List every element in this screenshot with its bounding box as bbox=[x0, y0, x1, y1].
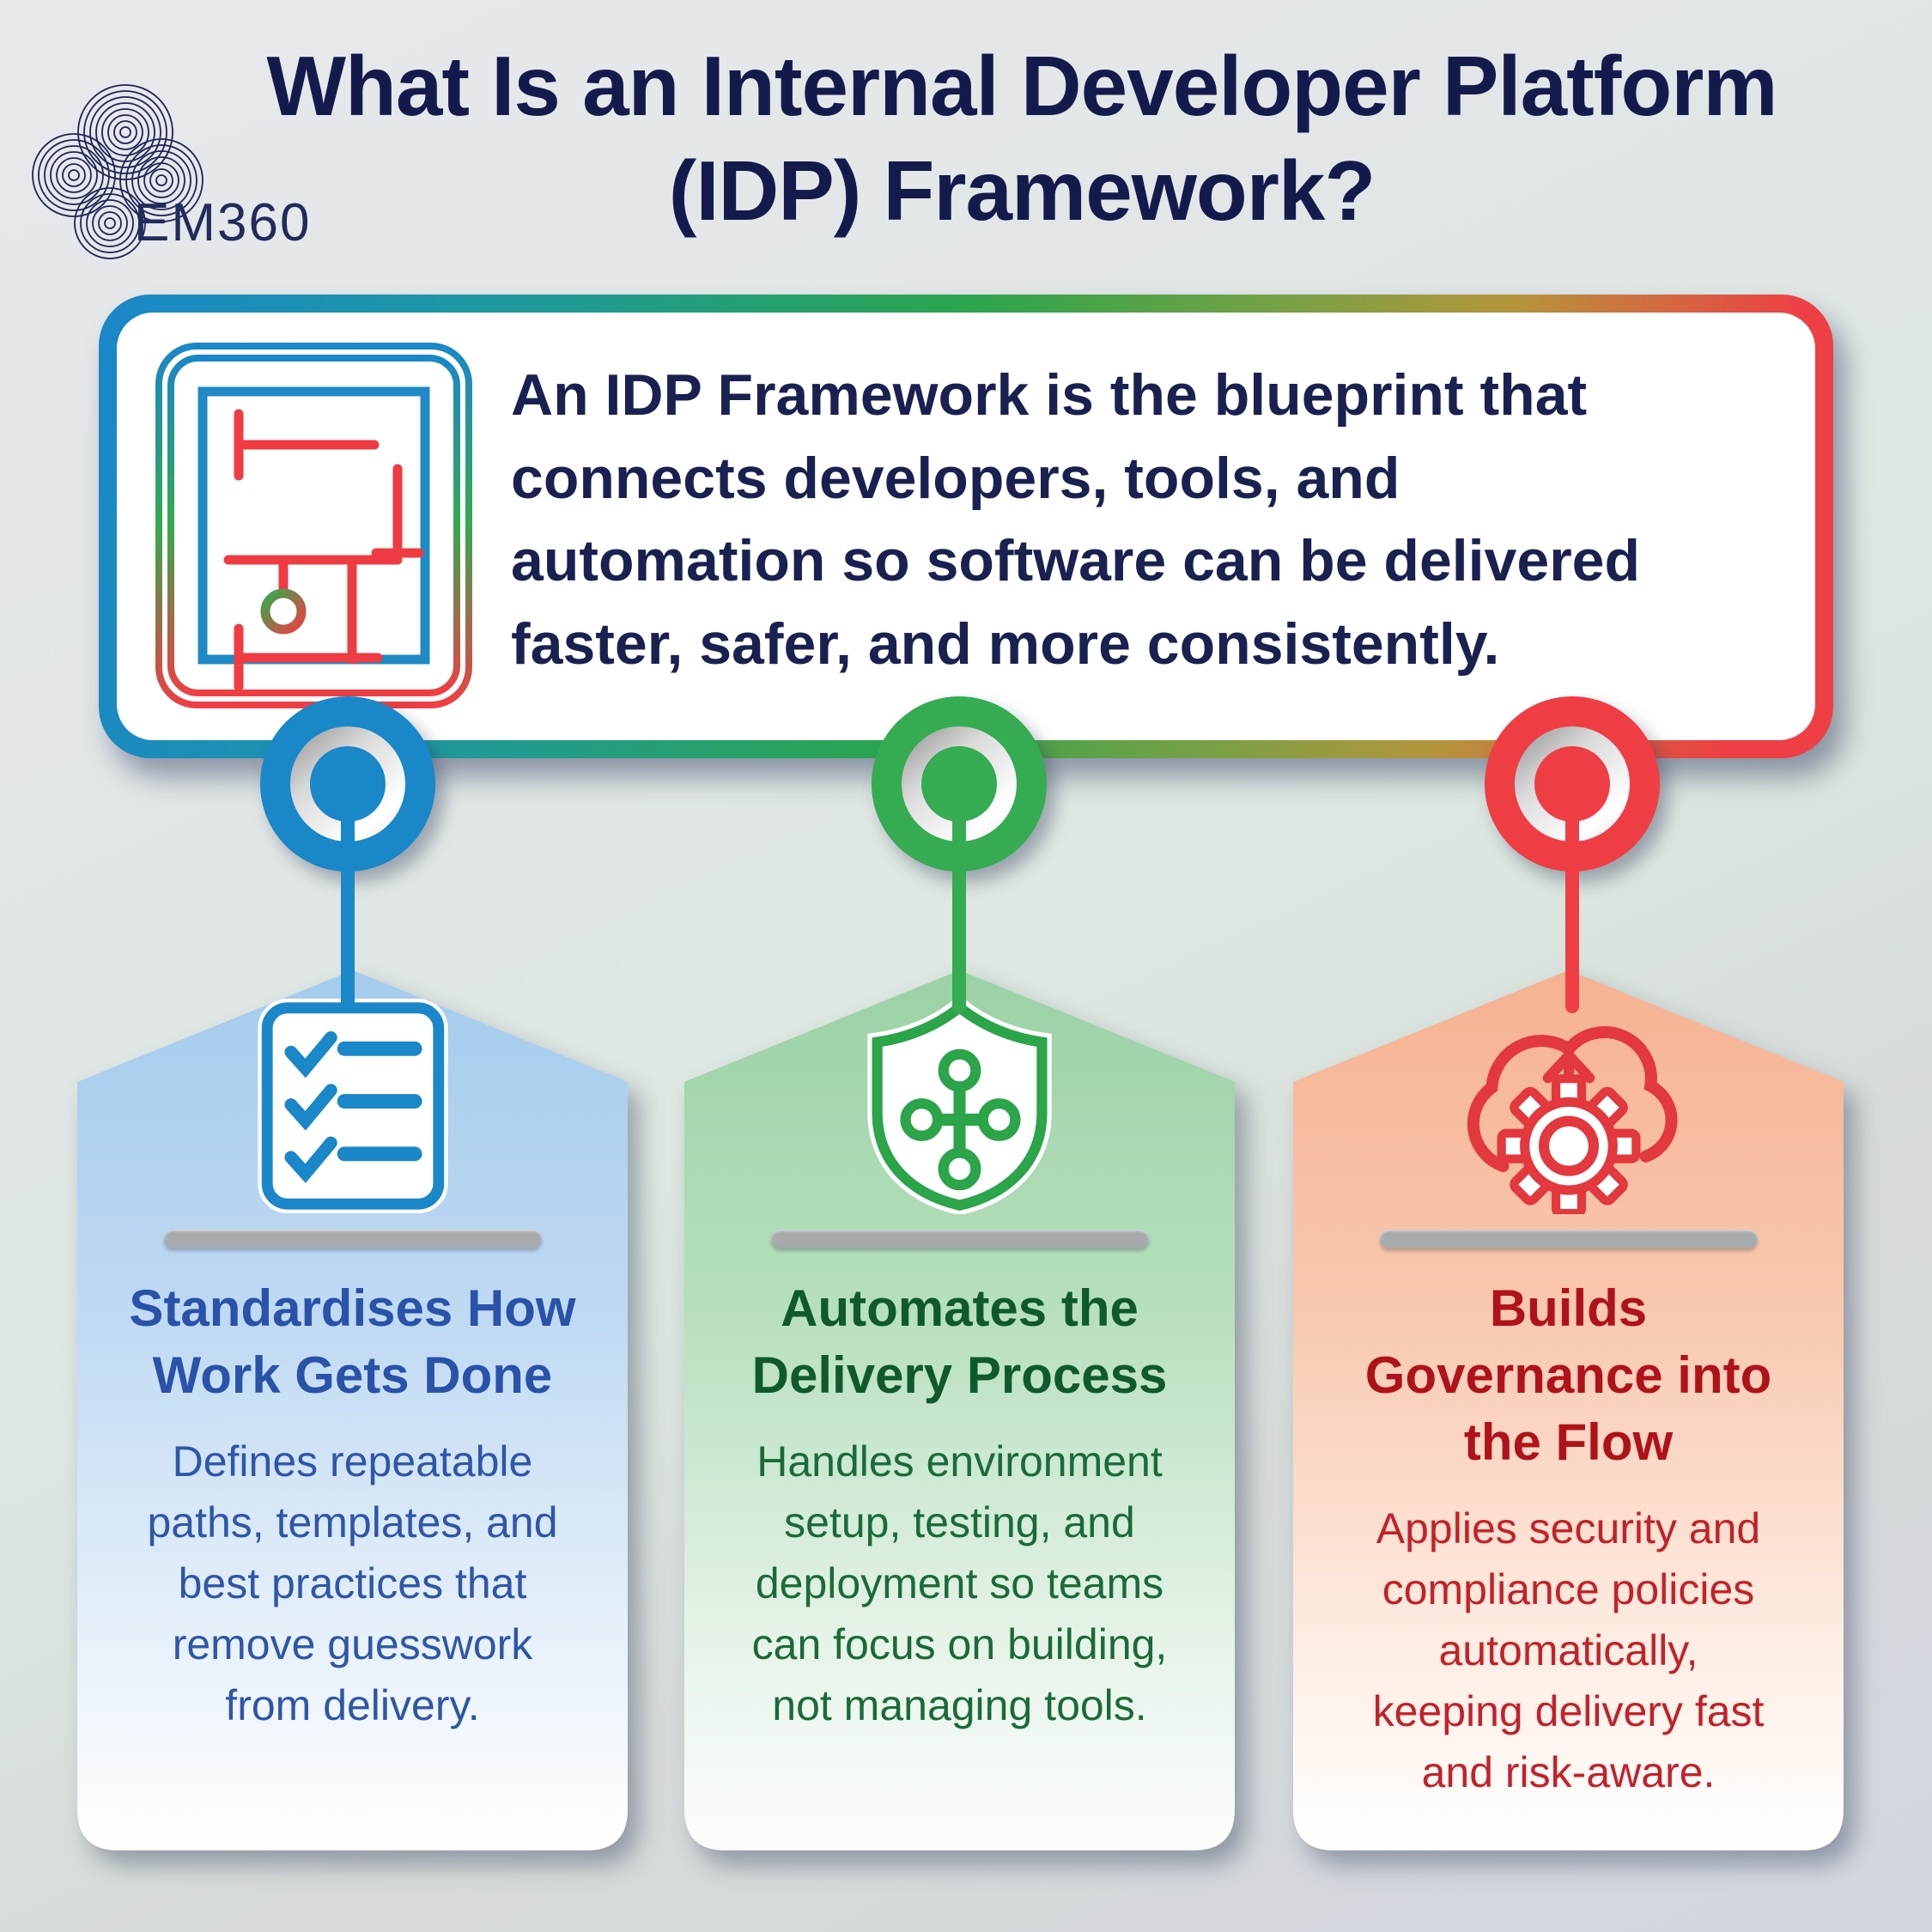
em360-rings-icon bbox=[32, 84, 204, 259]
cloud-gear-icon bbox=[1449, 998, 1689, 1214]
em360-logo: EM360 bbox=[24, 79, 333, 276]
connector-stem-blue bbox=[341, 783, 355, 1013]
divider-bar bbox=[1380, 1230, 1758, 1248]
card-heading: Standardises How Work Gets Done bbox=[129, 1279, 576, 1404]
intro-text: An IDP Framework is the blueprint that c… bbox=[511, 362, 1641, 677]
logo-wordmark: EM360 bbox=[134, 193, 312, 252]
divider-bar bbox=[164, 1230, 542, 1248]
card-body: Handles environment setup, testing, and … bbox=[751, 1437, 1168, 1729]
divider-bar bbox=[771, 1230, 1149, 1248]
page-title: What Is an Internal Developer Platform (… bbox=[266, 39, 1777, 238]
card-heading: Automates the Delivery Process bbox=[751, 1279, 1168, 1404]
connector-stem-green bbox=[952, 783, 966, 1013]
blueprint-map-icon bbox=[155, 343, 472, 708]
intro-box bbox=[99, 295, 1833, 758]
card-heading: Builds Governance into the Flow bbox=[1364, 1279, 1772, 1471]
card-body: Applies security and compliance policies… bbox=[1372, 1504, 1765, 1796]
shield-network-icon bbox=[849, 998, 1071, 1214]
connector-stem-red bbox=[1565, 783, 1579, 1013]
card-body: Defines repeatable paths, templates, and… bbox=[147, 1437, 558, 1729]
card-governance: Builds Governance into the Flow Applies … bbox=[1293, 970, 1844, 1850]
card-standardises: Standardises How Work Gets Done Defines … bbox=[77, 970, 628, 1850]
card-automates: Automates the Delivery Process Handles e… bbox=[684, 970, 1235, 1850]
checklist-icon bbox=[254, 998, 452, 1214]
